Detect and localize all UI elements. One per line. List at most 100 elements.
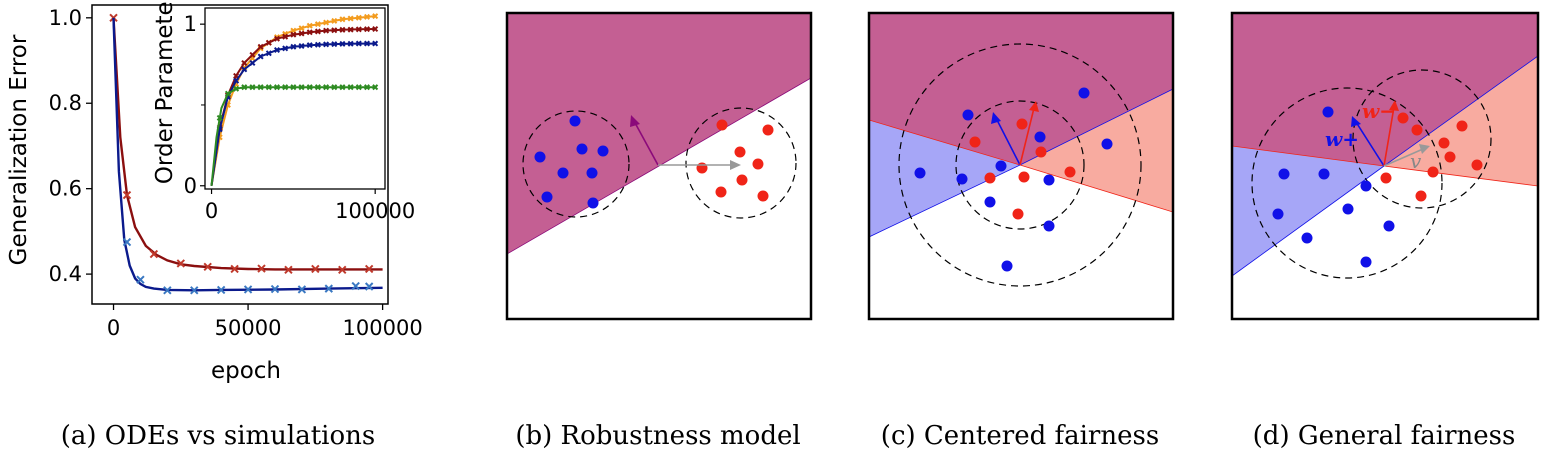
inset-simulation-marker [273,47,281,54]
x-tick-label: 0 [107,316,120,340]
inset-simulation-marker [363,84,371,91]
inset-simulation-marker [257,43,264,50]
inset-simulation-marker [249,84,256,91]
inset-simulation-marker [306,22,313,29]
simulation-marker [311,264,320,274]
x-tick-label: 50000 [215,316,282,340]
inset-simulation-marker [347,40,354,47]
inset-simulation-marker [273,84,281,91]
inset-simulation-marker [363,13,371,20]
inset-simulation-marker [323,27,330,34]
simulation-marker [351,281,360,291]
red-points [969,118,1076,220]
inset-simulation-marker [339,16,346,23]
main-plot-marks [109,13,383,295]
simulation-marker [270,284,280,294]
inset-simulation-marker [323,19,330,26]
simulation-marker [284,265,293,275]
inset-simulation-marker [347,84,354,91]
inset-simulation-marker [265,84,272,91]
inset-simulation-marker [298,42,305,49]
inset-simulation-marker [290,43,297,50]
blue-negative-region [1232,146,1384,276]
simulation-marker [297,285,307,294]
v-label: v [1410,149,1422,173]
positive-region [1232,13,1538,166]
simulation-marker [136,275,145,284]
inset-simulation-marker [372,40,379,47]
w-plus-label: w+ [1325,127,1359,151]
panel-c-centered-fairness-diagram [867,11,1175,321]
inset-simulation-marker [298,84,305,91]
y-tick-label: 1.0 [49,6,82,30]
inset-simulation-marker [331,17,338,24]
inset-simulation-marker [331,27,338,34]
y-tick-label: 0.6 [49,177,82,201]
positive-region [507,13,811,254]
inset-simulation-marker [249,59,256,66]
caption-d: (d) General fairness [1253,421,1516,451]
simulation-marker [338,265,347,275]
simulation-marker [176,259,186,268]
red-negative-region [1020,89,1173,212]
red-weight-arrow [1383,100,1399,167]
inset-simulation-marker [314,21,321,28]
inset-simulation-marker [363,26,371,33]
inset-simulation-marker [363,40,371,47]
simulation-marker [163,286,172,295]
simulation-marker [190,286,199,295]
red-variance-ball [1352,69,1492,209]
inset-y-tick-label: 1 [184,12,197,36]
inset-simulation-marker [347,15,354,22]
inset-simulation-marker [339,40,346,47]
y-axis-label: Generalization Error [6,34,32,265]
inset-simulation-marker [323,84,330,91]
blue-weight-arrow [1351,116,1385,167]
blue-points [914,87,1113,272]
inset-simulation-marker [314,41,321,48]
inset-simulation-marker [273,35,281,42]
weight-vector-arrow [630,115,659,166]
inset-simulation-marker [355,14,362,21]
inset-simulation-marker [323,41,330,48]
inset-simulation-marker [224,90,231,97]
blue-variance-ball [1251,87,1443,279]
inset-frame [204,7,386,190]
caption-b: (b) Robustness model [515,421,800,451]
inset-y-axis-label: Order Parameter [152,0,178,184]
simulation-marker [122,237,132,247]
inset-simulation-marker [339,26,346,33]
inset-simulation-marker [290,84,297,91]
caption-a: (a) ODEs vs simulations [61,421,375,451]
red-cluster-ball [685,107,797,219]
simulation-marker [324,284,334,293]
inset-plot-marks [210,13,379,186]
inset-simulation-marker [314,28,321,35]
simulation-marker [216,285,226,295]
simulation-marker [364,282,374,291]
inset-simulation-marker [298,25,305,32]
caption-c: (c) Centered fairness [881,421,1159,451]
inset-simulation-marker [298,30,305,37]
inset-simulation-marker [282,45,289,52]
inset-simulation-marker [306,29,313,36]
inset-simulation-marker [314,84,321,91]
inset-simulation-marker [306,42,313,49]
inset-simulation-marker [216,114,223,121]
red-weight-arrow [1019,101,1039,166]
inset-simulation-marker [249,51,256,58]
red-points [1380,112,1483,202]
inset-simulation-marker [331,41,338,48]
inset-simulation-marker [355,40,362,47]
inset-simulation-marker [241,66,248,73]
positive-region [869,13,1173,165]
inset-simulation-marker [233,77,240,84]
blue-weight-arrow [991,112,1021,166]
inset-simulation-marker [355,84,362,91]
class-boundaries [1232,55,1538,277]
inset-simulation-marker [241,84,248,91]
